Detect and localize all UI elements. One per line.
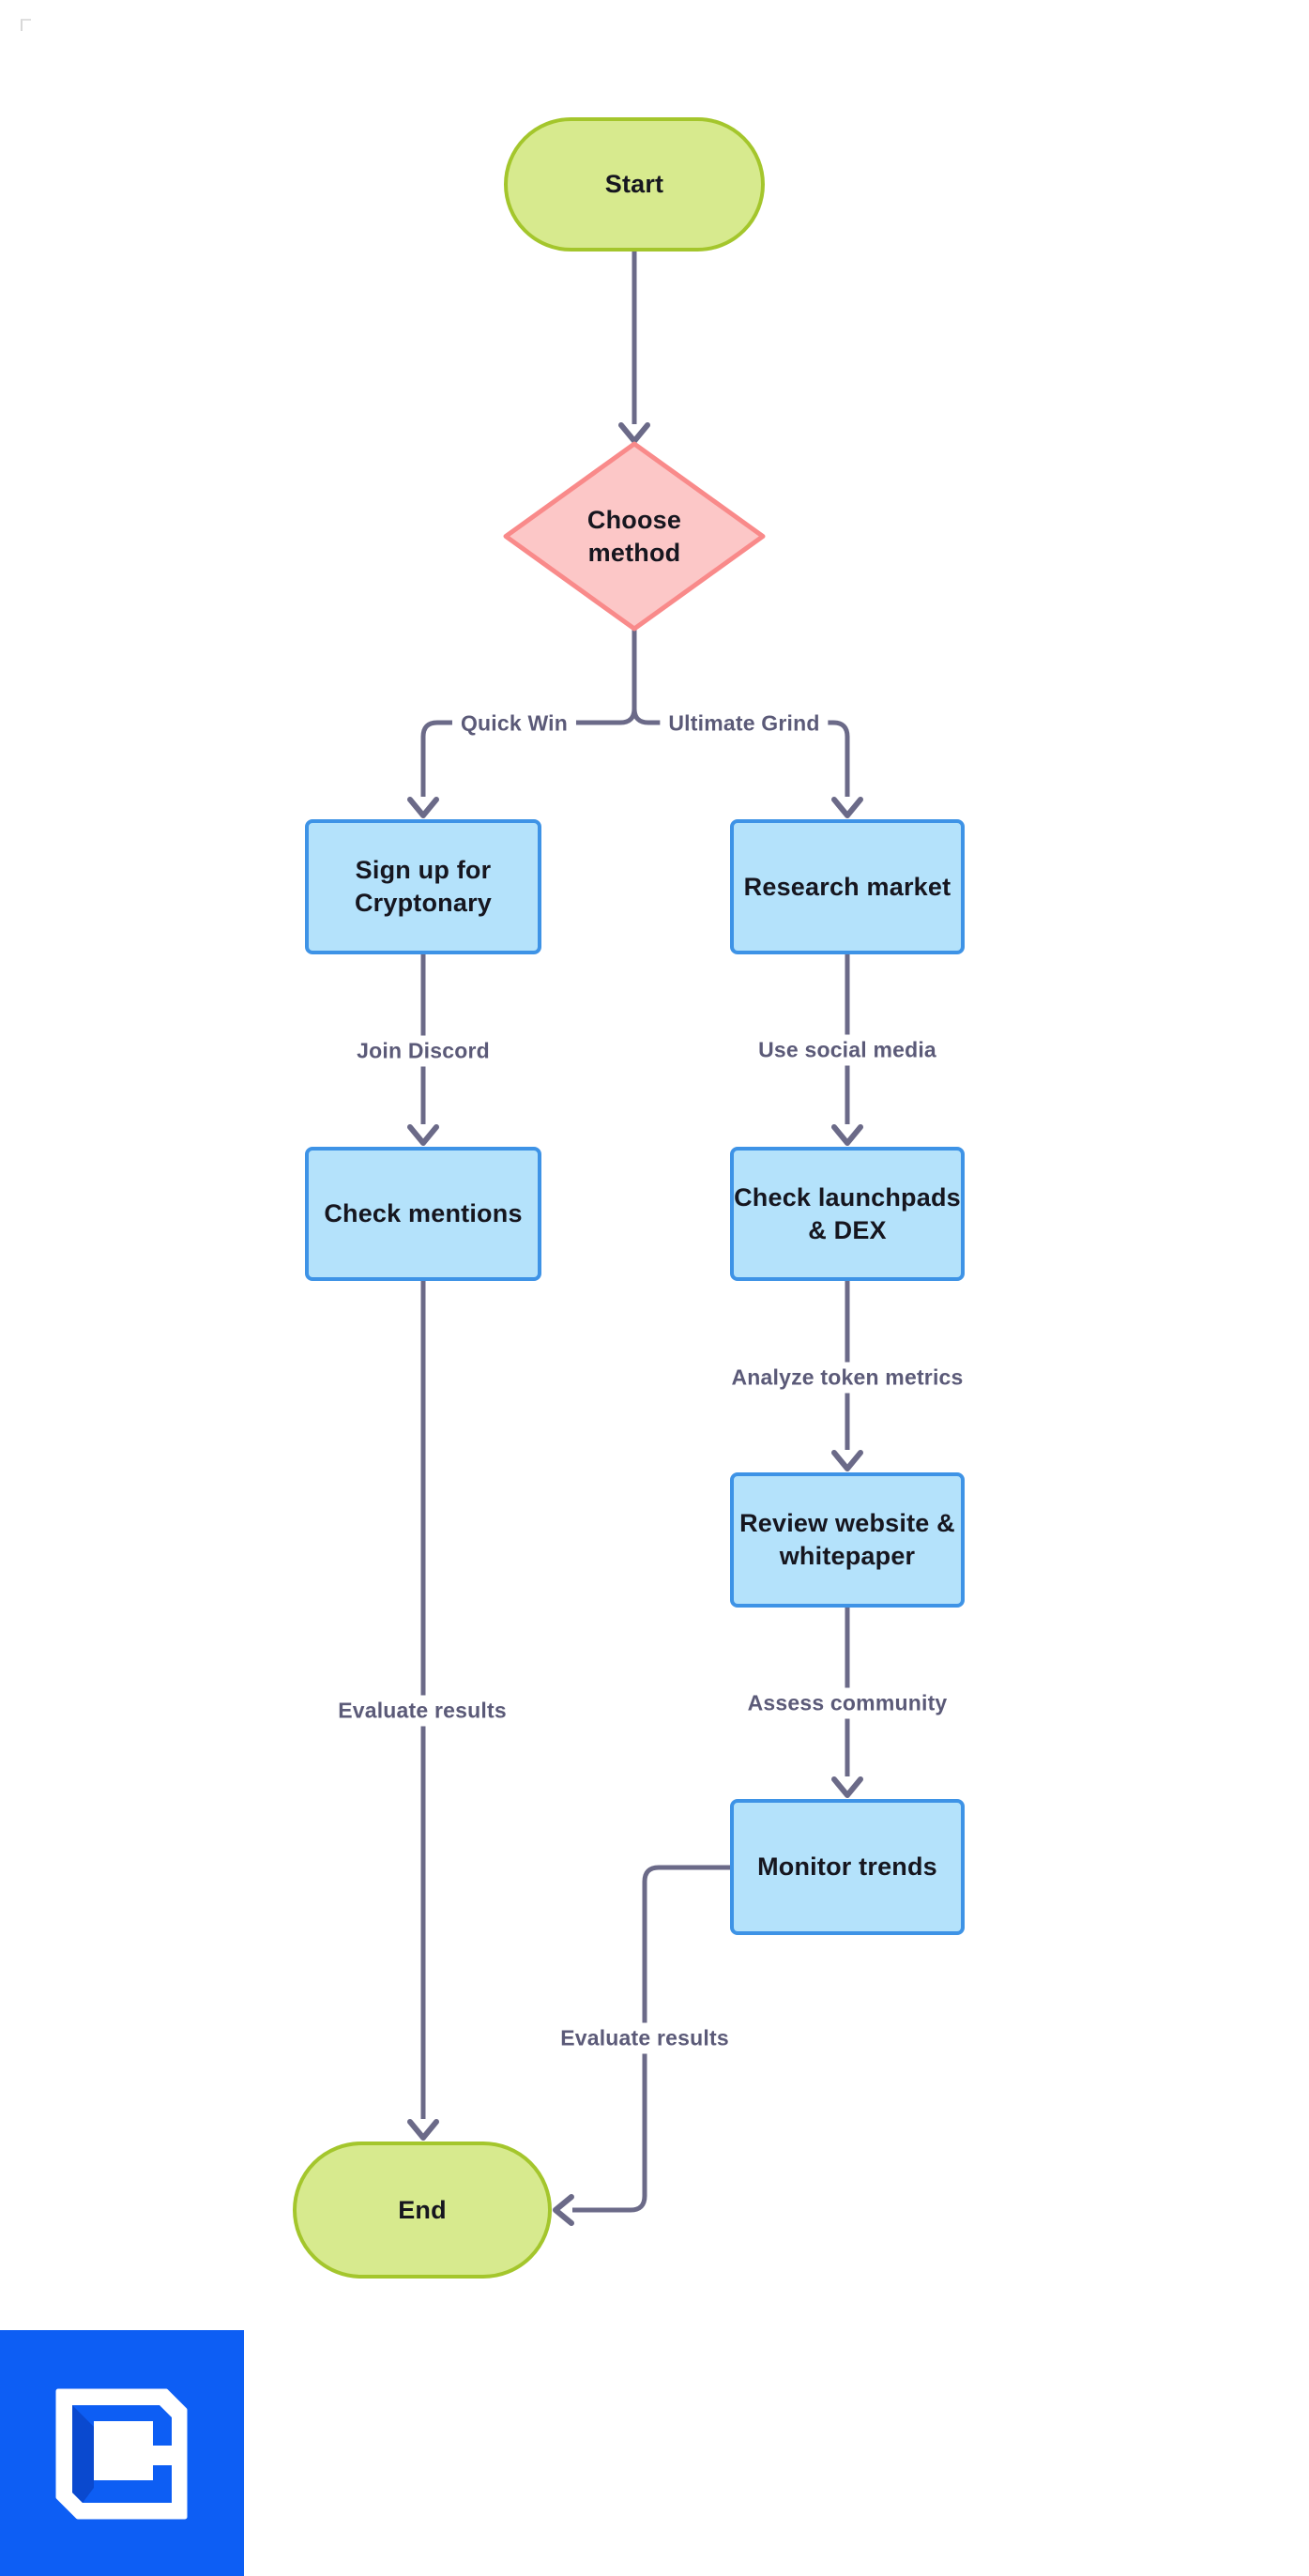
edge-label-use-social-media: Use social media — [750, 1034, 945, 1066]
edge-label-evaluate-results-left: Evaluate results — [329, 1695, 515, 1727]
node-review-website-whitepaper: Review website & whitepaper — [730, 1472, 965, 1608]
node-check-mentions: Check mentions — [305, 1147, 541, 1281]
arrowhead-review — [831, 1450, 863, 1471]
arrowhead-sign-up — [407, 797, 439, 818]
edge-label-evaluate-results-right: Evaluate results — [552, 2022, 738, 2054]
creately-logo — [0, 2330, 244, 2576]
arrowhead-end-right — [553, 2194, 574, 2226]
node-end: End — [293, 2142, 552, 2279]
arrowhead-research — [831, 797, 863, 818]
edge-label-ultimate-grind: Ultimate Grind — [660, 708, 829, 739]
creately-logo-glyph — [55, 2388, 188, 2520]
node-sign-up-for-cryptonary: Sign up for Cryptonary — [305, 819, 541, 954]
arrowhead-mentions — [407, 1124, 439, 1146]
arrowhead-launchpads — [831, 1124, 863, 1146]
edge-label-quick-win: Quick Win — [451, 708, 577, 739]
edge-label-analyze-token-metrics: Analyze token metrics — [723, 1362, 972, 1394]
edge-label-join-discord: Join Discord — [348, 1035, 498, 1067]
arrowhead-monitor — [831, 1776, 863, 1798]
arrowhead-end-top — [407, 2119, 439, 2141]
node-monitor-trends: Monitor trends — [730, 1799, 965, 1935]
node-start: Start — [504, 117, 765, 252]
node-check-launchpads-dex: Check launchpads & DEX — [730, 1147, 965, 1281]
node-choose-method-label: Choose method — [586, 505, 682, 567]
arrowhead-choose — [618, 422, 650, 444]
choose-method-diamond — [503, 441, 766, 632]
edge-label-assess-community: Assess community — [738, 1687, 956, 1719]
stray-mark — [21, 19, 31, 31]
node-research-market: Research market — [730, 819, 965, 954]
